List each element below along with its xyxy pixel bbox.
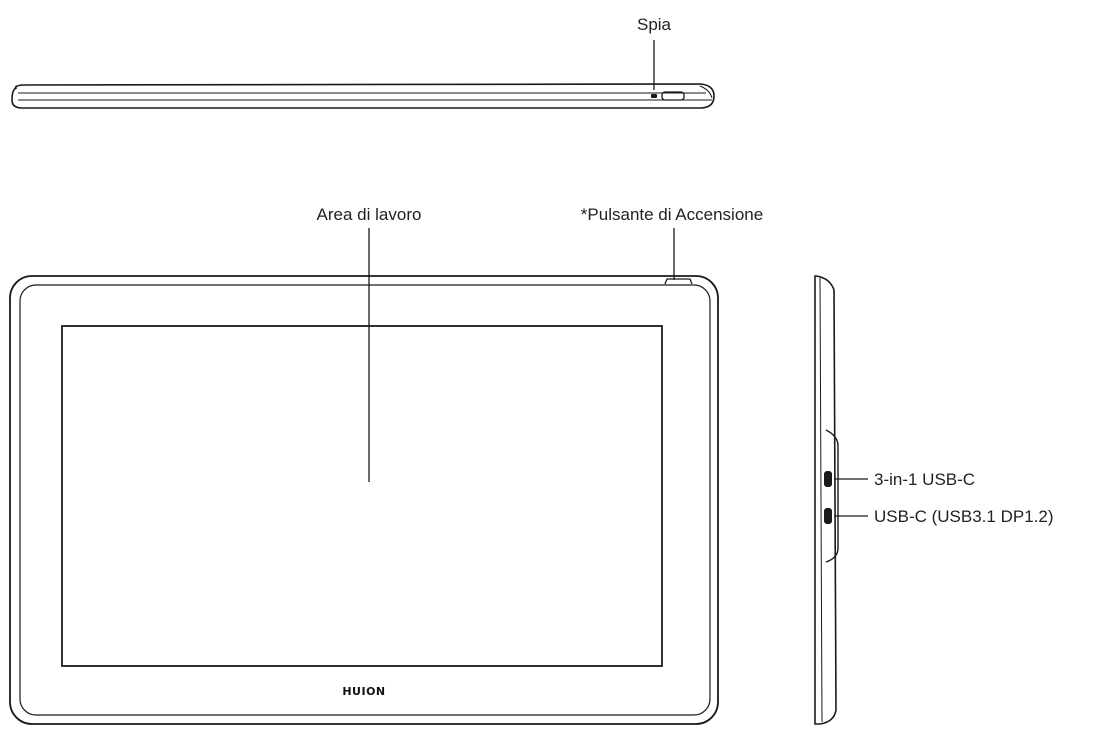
work-area-label: Area di lavoro bbox=[317, 205, 422, 224]
tablet-outer-frame bbox=[9, 275, 719, 725]
tablet-inner-frame bbox=[19, 284, 711, 716]
top-edge-view: Spia bbox=[11, 15, 715, 109]
port1-label: 3-in-1 USB-C bbox=[874, 470, 975, 489]
work-area-screen bbox=[61, 325, 663, 667]
power-button-front bbox=[664, 278, 693, 285]
port-usbc-dp bbox=[824, 508, 832, 524]
indicator-label: Spia bbox=[637, 15, 672, 34]
port-bulge bbox=[825, 429, 839, 563]
indicator-light bbox=[651, 94, 657, 98]
front-view: HUION Area di lavoro *Pulsante di Accens… bbox=[9, 205, 763, 725]
side-profile bbox=[814, 275, 837, 725]
side-view: 3-in-1 USB-C USB-C (USB3.1 DP1.2) bbox=[814, 275, 1054, 725]
power-button-top bbox=[661, 91, 685, 101]
port-usbc-3in1 bbox=[824, 471, 832, 487]
brand-logo: HUION bbox=[342, 685, 385, 698]
power-button-label: *Pulsante di Accensione bbox=[581, 205, 763, 224]
port2-label: USB-C (USB3.1 DP1.2) bbox=[874, 507, 1054, 526]
